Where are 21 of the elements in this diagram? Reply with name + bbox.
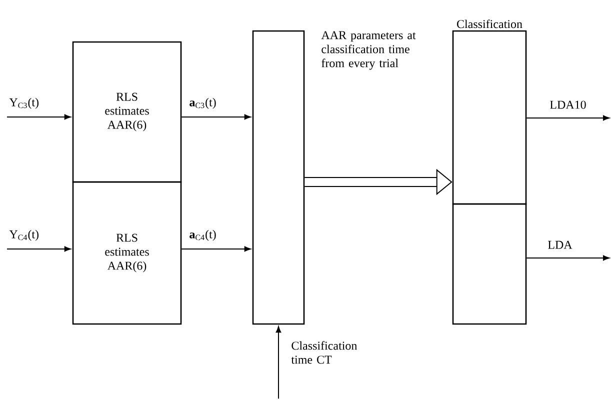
arrow <box>526 255 610 261</box>
process-box: RLS estimates AAR(6) <box>72 41 182 183</box>
empty-box <box>452 203 527 325</box>
edge-label: Y$_{C3}$(t) <box>9 98 38 109</box>
edge-label: Y$_{C4}$(t) <box>9 230 38 241</box>
arrow <box>6 246 71 252</box>
edge-label: LDA10 <box>550 100 586 109</box>
arrow <box>181 114 251 120</box>
process-box: RLS estimates AAR(6) <box>72 181 182 325</box>
arrow <box>276 326 282 400</box>
arrow <box>181 246 251 252</box>
edge-label: a$_{C3}$(t) <box>190 98 216 109</box>
note-text: AAR parameters at classification time from every trial <box>321 31 416 70</box>
edge-label: a$_{C4}$(t) <box>190 230 216 241</box>
classifier-box <box>452 20 527 205</box>
arrow <box>526 115 610 121</box>
box-heading: Classification <box>457 20 522 28</box>
edge-label: Classification time CT <box>291 341 358 364</box>
empty-box <box>252 30 305 325</box>
arrow <box>6 114 71 120</box>
edge-label: LDA <box>548 240 572 249</box>
